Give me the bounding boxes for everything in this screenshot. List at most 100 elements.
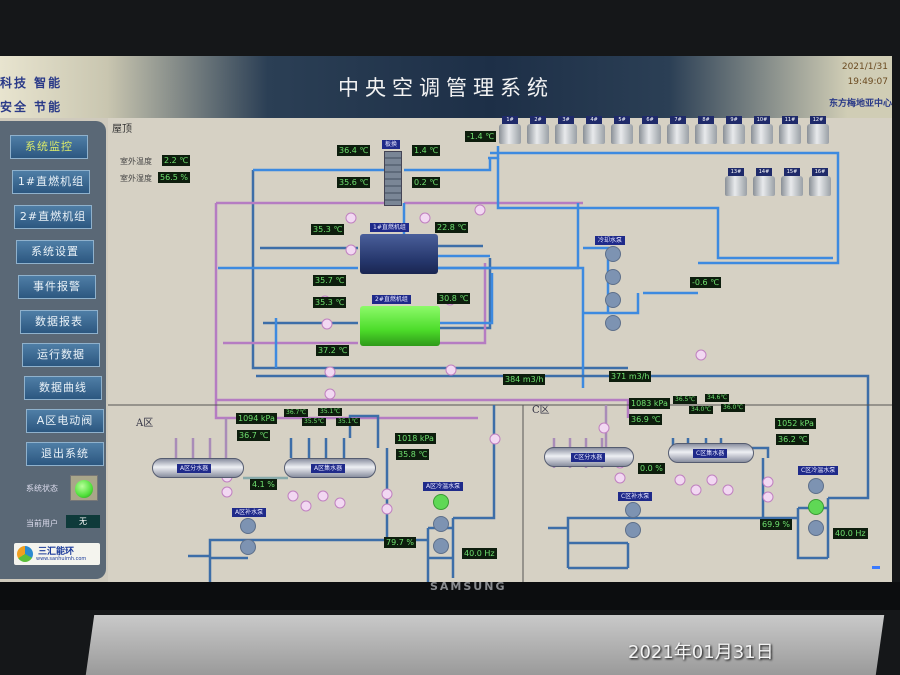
status-light-icon (75, 480, 93, 498)
reading-cooling-supply: -0.6 ℃ (690, 277, 722, 288)
zone-c-return-temp: 36.2 ℃ (776, 434, 810, 445)
zone-a-return-temp: 35.8 ℃ (396, 449, 430, 460)
zone-c-bypass-valve-opening: 0.0 % (638, 463, 665, 474)
zone-a-makeup-pump[interactable] (240, 518, 256, 534)
zone-a-label: A区 (136, 418, 154, 429)
pipe-network (108, 146, 892, 582)
nav-exit-system[interactable]: 退出系统 (26, 442, 104, 466)
roof-section-label: 屋顶 (112, 124, 132, 135)
nav-data-curve[interactable]: 数据曲线 (24, 376, 102, 400)
zone-a-circ-pump[interactable] (433, 494, 449, 510)
cooling-tower: 14# (753, 168, 775, 196)
zone-a-supply-temp: 36.7 ℃ (237, 430, 271, 441)
reading-ch1-out: 35.7 ℃ (313, 275, 347, 286)
zone-a-return-pressure: 1018 kPa (395, 433, 436, 444)
zone-c-circ-pump[interactable] (808, 520, 824, 536)
zone-a-branch-temp: 35.1℃ (318, 408, 343, 416)
cooling-tower: 9# (723, 116, 745, 144)
process-diagram: 屋顶 室外温度 2.2 ℃ 室外湿度 56.5 % 板换 36.4 ℃ 1.4 … (108, 116, 892, 582)
chiller-1-label: 1#直燃机组 (370, 223, 409, 232)
chiller-2-label: 2#直燃机组 (372, 295, 411, 304)
outdoor-temp-readout: 2.2 ℃ (162, 155, 191, 166)
chiller-1 (360, 234, 438, 274)
nav-run-data[interactable]: 运行数据 (22, 343, 100, 367)
zone-c-label: C区 (532, 405, 550, 416)
sidebar: 系统监控 1#直燃机组 2#直燃机组 系统设置 事件报警 数据报表 运行数据 数… (0, 121, 106, 579)
slogan-line-1: 科技 智能 (0, 76, 63, 90)
reading-ch1-cool-out: 22.8 ℃ (435, 222, 469, 233)
nav-data-report[interactable]: 数据报表 (20, 310, 98, 334)
reading-hx-hot-in: 36.4 ℃ (337, 145, 371, 156)
zone-c-makeup-pump[interactable] (625, 502, 641, 518)
zone-c-collector: C区集水器 (668, 443, 754, 463)
reading-flow-1: 384 m3/h (503, 374, 546, 385)
nav-chiller-1[interactable]: 1#直燃机组 (12, 170, 90, 194)
monitor-brand: SAMSUNG (430, 580, 507, 593)
zone-c-circ-pump-label: C区冷温水泵 (798, 466, 839, 475)
zone-c-distributor: C区分水器 (544, 447, 634, 467)
reading-hx-cold-out: 1.4 ℃ (412, 145, 441, 156)
cooling-tower: 16# (809, 168, 831, 196)
reading-tower-return: -1.4 ℃ (465, 131, 497, 142)
company-logo: 三汇能环 www.sanhuimh.com (14, 543, 100, 565)
cooling-tower: 12# (807, 116, 829, 144)
zone-a-branch-temp: 35.1℃ (336, 418, 361, 426)
zone-a-distributor: A区分水器 (152, 458, 244, 478)
status-indicator (70, 475, 98, 501)
zone-a-pump-valve-opening: 79.7 % (384, 537, 416, 548)
nav-event-alarm[interactable]: 事件报警 (18, 275, 96, 299)
cooling-tower: 1# (499, 116, 521, 144)
slogan-line-2: 安全 节能 (0, 100, 63, 114)
zone-a-circ-pump-label: A区冷温水泵 (423, 482, 464, 491)
scada-screen: 科技 智能 安全 节能 中央空调管理系统 2021/1/31 19:49:07 … (0, 56, 892, 582)
zone-c-makeup-pump-label: C区补水泵 (618, 492, 653, 501)
power-led (872, 566, 880, 569)
zone-a-circ-pump[interactable] (433, 516, 449, 532)
nav-system-monitor[interactable]: 系统监控 (10, 135, 88, 159)
nav-chiller-2[interactable]: 2#直燃机组 (14, 205, 92, 229)
site-name: 东方梅地亚中心 (828, 99, 892, 109)
reading-flow-2: 371 m3/h (609, 371, 652, 382)
system-status-label: 系统状态 (26, 484, 58, 493)
zone-a-bypass-valve-opening: 4.1 % (250, 479, 277, 490)
nav-system-settings[interactable]: 系统设置 (16, 240, 94, 264)
zone-a-circ-pump[interactable] (433, 538, 449, 554)
cooling-tower: 2# (527, 116, 549, 144)
cooling-tower: 4# (583, 116, 605, 144)
plate-exchanger-label: 板换 (382, 140, 401, 149)
logo-name: 三汇能环 (38, 547, 75, 557)
zone-c-return-pressure: 1052 kPa (775, 418, 816, 429)
zone-a-branch-temp: 36.7℃ (284, 409, 309, 417)
reading-hx-hot-out: 35.6 ℃ (337, 177, 371, 188)
zone-a-makeup-pump[interactable] (240, 539, 256, 555)
outdoor-humidity-label: 室外湿度 (120, 174, 152, 183)
plate-exchanger (384, 151, 402, 206)
zone-c-makeup-pump[interactable] (625, 522, 641, 538)
cooling-tower: 11# (779, 116, 801, 144)
logo-url: www.sanhuimh.com (36, 556, 87, 562)
cooling-pump[interactable] (605, 315, 621, 331)
nav-zone-a-valve[interactable]: A区电动阀 (26, 409, 104, 433)
date-display: 2021/1/31 (841, 62, 888, 72)
chiller-2 (360, 306, 440, 346)
zone-c-circ-pump[interactable] (808, 499, 824, 515)
reading-ch1-in: 35.3 ℃ (311, 224, 345, 235)
logo-icon (17, 546, 33, 562)
cooling-pump[interactable] (605, 269, 621, 285)
zone-a-collector: A区集水器 (284, 458, 376, 478)
zone-c-branch-temp: 34.6℃ (705, 394, 730, 402)
current-user-value: 无 (66, 515, 100, 528)
zone-c-branch-temp: 36.0℃ (721, 404, 746, 412)
photo-date-stamp: 2021年01月31日 (628, 642, 774, 663)
zone-c-circ-pump[interactable] (808, 478, 824, 494)
cooling-tower: 13# (725, 168, 747, 196)
cooling-pump[interactable] (605, 292, 621, 308)
cooling-tower: 8# (695, 116, 717, 144)
cooling-pump[interactable] (605, 246, 621, 262)
reading-hx-cold-in: 0.2 ℃ (412, 177, 441, 188)
zone-c-pump-valve-opening: 69.9 % (760, 519, 792, 530)
outdoor-humidity-readout: 56.5 % (158, 172, 190, 183)
zone-c-pump-frequency: 40.0 Hz (833, 528, 868, 539)
zone-c-branch-temp: 34.0℃ (689, 406, 714, 414)
outdoor-temp-label: 室外温度 (120, 157, 152, 166)
